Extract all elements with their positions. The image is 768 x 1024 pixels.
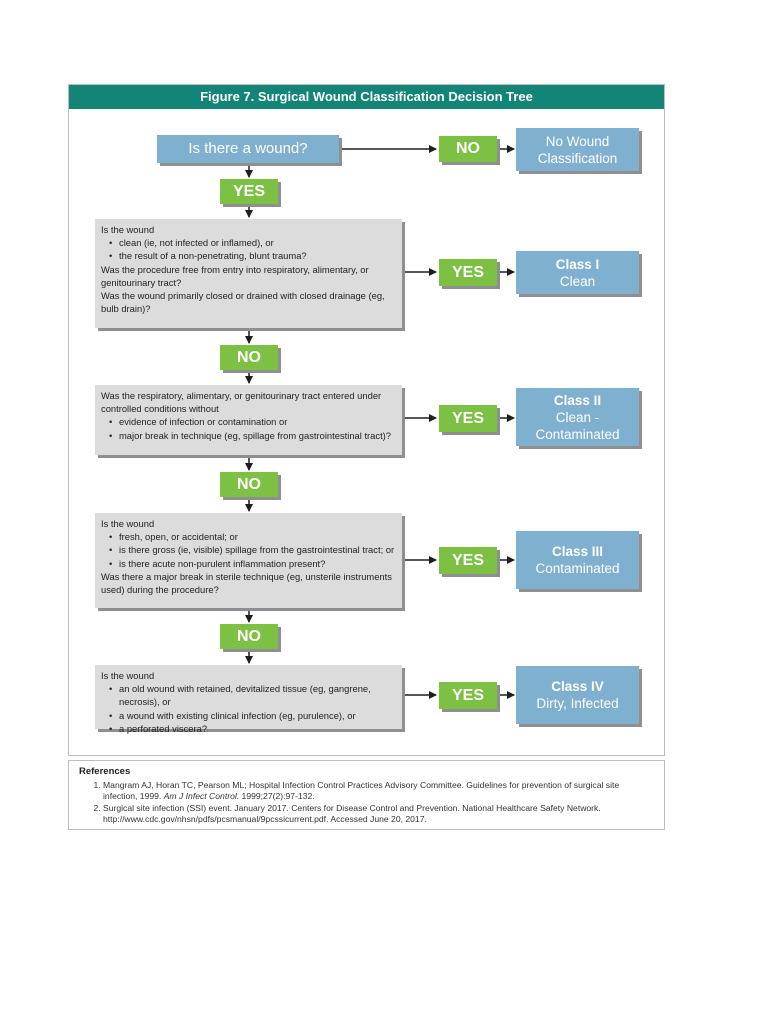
question-bullet: major break in technique (eg, spillage f… [109,429,396,442]
result-class2: Class II Clean - Contaminated [516,388,639,446]
result-class-desc: Clean - [555,409,600,425]
reference-text: 1999;27(2):97-132. [239,791,315,801]
result-class-desc: Contaminated [535,561,620,576]
question-bullet: evidence of infection or contamination o… [109,415,396,428]
question-line: Was the wound primarily closed or draine… [101,290,385,315]
question-line: Is the wound [101,518,155,529]
references-title: References [79,766,131,777]
question-bullet: the result of a non-penetrating, blunt t… [109,249,396,262]
question-box-class4: Is the wound an old wound with retained,… [95,665,402,735]
question-bullet: fresh, open, or accidental; or [109,530,396,543]
result-class-label: Class IV [551,679,604,694]
question-box-class1: Is the wound clean (ie, not infected or … [95,219,402,328]
question-bullet: is there gross (ie, visible) spillage fr… [109,543,396,556]
result-class-desc: Clean [559,273,596,289]
yes-answer-class2: YES [439,405,497,432]
no-answer-1: NO [220,345,278,370]
yes-answer-wound: YES [220,179,278,204]
question-bullet: a wound with existing clinical infection… [109,709,396,722]
question-bullet: is there acute non-purulent inflammation… [109,557,396,570]
question-bullet: clean (ie, not infected or inflamed), or [109,236,396,249]
yes-answer-class1: YES [439,259,497,286]
question-line: Is the wound [101,670,155,681]
wound-question-box: Is there a wound? [157,135,339,163]
yes-answer-class3: YES [439,547,497,574]
question-line: Was the respiratory, alimentary, or geni… [101,390,382,415]
question-line: Was there a major break in sterile techn… [101,570,392,596]
question-box-class3: Is the wound fresh, open, or accidental;… [95,513,402,608]
result-class1: Class I Clean [516,251,639,294]
yes-answer-class4: YES [439,682,497,709]
result-class-label: Class II [553,392,602,408]
no-wound-result-line1: No Wound [545,133,610,149]
result-class-label: Class I [555,256,600,272]
result-class4: Class IV Dirty, Infected [516,666,639,724]
references-box: References Mangram AJ, Horan TC, Pearson… [68,760,665,830]
reference-text: Surgical site infection (SSI) event. Jan… [103,803,601,824]
reference-item: Mangram AJ, Horan TC, Pearson ML; Hospit… [103,780,654,802]
question-bullet: an old wound with retained, devitalized … [109,682,396,708]
result-class-desc: Dirty, Infected [536,696,619,711]
question-line: Was the procedure free from entry into r… [101,263,369,288]
no-answer-3: NO [220,624,278,649]
references-list: Mangram AJ, Horan TC, Pearson ML; Hospit… [79,780,654,825]
no-wound-result-line2: Classification [537,150,618,166]
result-class-label: Class III [551,544,604,559]
decision-tree-figure: Figure 7. Surgical Wound Classification … [68,84,665,756]
result-class-desc: Contaminated [535,426,620,442]
reference-journal: Am J Infect Control. [163,791,240,801]
question-bullet: a perforated viscera? [109,722,396,735]
no-wound-answer: NO [439,136,497,162]
result-class3: Class III Contaminated [516,531,639,589]
question-box-class2: Was the respiratory, alimentary, or geni… [95,385,402,455]
reference-text: Mangram AJ, Horan TC, Pearson ML; Hospit… [103,780,620,801]
figure-title: Figure 7. Surgical Wound Classification … [69,85,664,109]
question-line: Is the wound [101,224,155,235]
reference-item: Surgical site infection (SSI) event. Jan… [103,803,654,825]
no-wound-result: No Wound Classification [516,128,639,171]
no-answer-2: NO [220,472,278,497]
